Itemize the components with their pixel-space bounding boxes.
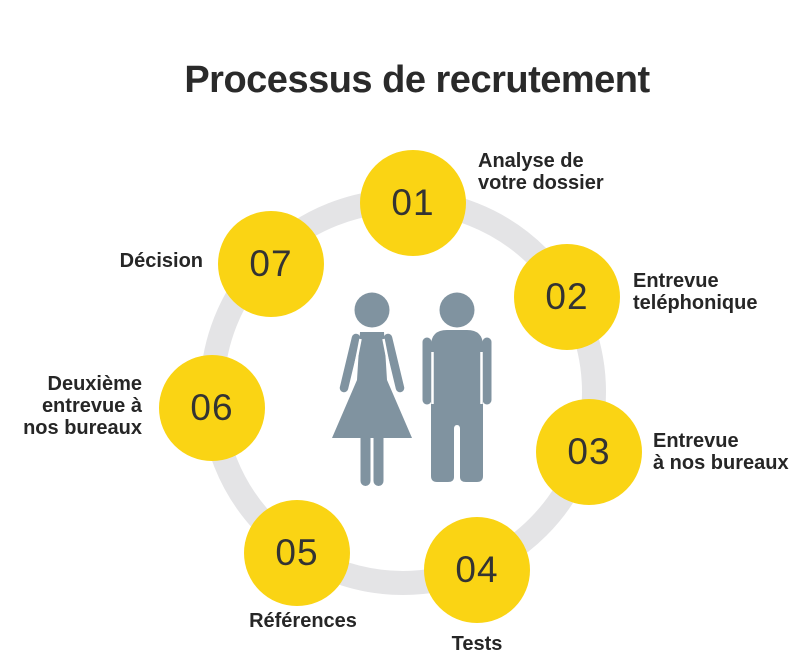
step-circle-03: 03 bbox=[536, 399, 642, 505]
step-circle-04: 04 bbox=[424, 517, 530, 623]
step-number: 05 bbox=[275, 532, 319, 573]
man-woman-silhouette-icon bbox=[332, 292, 492, 486]
step-number: 07 bbox=[249, 243, 293, 284]
step-circle-01: 01 bbox=[360, 150, 466, 256]
step-circle-06: 06 bbox=[159, 355, 265, 461]
step-circle-02: 02 bbox=[514, 244, 620, 350]
woman-silhouette-icon bbox=[332, 292, 412, 486]
step-number: 06 bbox=[190, 387, 234, 428]
step-number: 02 bbox=[545, 276, 589, 317]
page-title: Processus de recrutement bbox=[184, 59, 650, 101]
step-label-references: Références bbox=[249, 610, 357, 632]
step-label-analyse-dossier: Analyse de votre dossier bbox=[478, 150, 604, 194]
step-number: 03 bbox=[567, 431, 611, 472]
step-circle-07: 07 bbox=[218, 211, 324, 317]
step-label-decision: Décision bbox=[119, 250, 203, 272]
step-label-tests: Tests bbox=[451, 633, 503, 655]
step-number: 01 bbox=[391, 182, 435, 223]
step-label-entrevue-bureaux: Entrevue à nos bureaux bbox=[653, 430, 789, 474]
step-label-entrevue-telephonique: Entrevue teléphonique bbox=[633, 270, 758, 314]
man-silhouette-icon bbox=[422, 292, 492, 482]
step-number: 04 bbox=[455, 549, 499, 590]
step-circle-05: 05 bbox=[244, 500, 350, 606]
step-label-deuxieme-entrevue: Deuxième entrevue à nos bureaux bbox=[23, 373, 142, 439]
